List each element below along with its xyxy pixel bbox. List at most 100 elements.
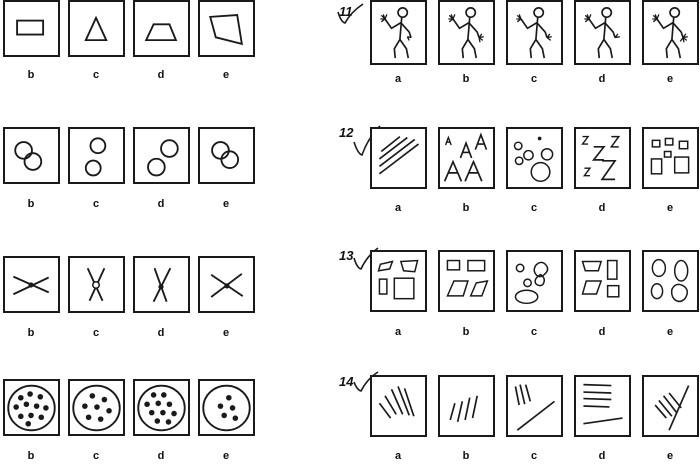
figure-q12-c — [506, 127, 563, 189]
figure-q12-d — [574, 127, 631, 189]
q13-label-d: d — [598, 326, 606, 338]
question-number-14: 14 — [339, 374, 354, 389]
figure-q11-c — [506, 0, 563, 65]
diagonal-lines-figure — [378, 135, 419, 175]
figure-q14-c — [506, 375, 563, 437]
q13-label-a: a — [394, 326, 402, 338]
triangle-figure — [84, 15, 108, 42]
row2-label-d: d — [157, 198, 165, 210]
row4-label-d: d — [157, 450, 165, 462]
offset-circles-figure — [147, 139, 179, 177]
figure-row4-c — [68, 379, 125, 436]
row1-label-c: c — [92, 69, 100, 81]
figure-row1-d — [133, 0, 190, 57]
letter-z-figure — [581, 135, 621, 181]
q14-label-c: c — [530, 450, 538, 462]
row2-label-c: c — [92, 198, 100, 210]
stick-figure — [584, 7, 620, 59]
overlapping-circles-figure — [14, 141, 43, 171]
row3-label-c: c — [92, 327, 100, 339]
question-number-12: 12 — [339, 125, 354, 140]
figure-q14-a — [370, 375, 427, 437]
figure-row1-e — [198, 0, 255, 57]
q12-label-b: b — [462, 202, 470, 214]
q13-label-c: c — [530, 326, 538, 338]
q14-label-d: d — [598, 450, 606, 462]
q11-label-a: a — [394, 73, 402, 85]
figure-q13-b — [438, 250, 495, 312]
figure-q14-b — [438, 375, 495, 437]
row3-label-d: d — [157, 327, 165, 339]
question-number-13: 13 — [339, 248, 354, 263]
stick-figure — [380, 7, 412, 59]
row2-label-e: e — [222, 198, 230, 210]
q12-label-c: c — [530, 202, 538, 214]
q11-label-e: e — [666, 73, 674, 85]
figure-q13-d — [574, 250, 631, 312]
row1-label-e: e — [222, 69, 230, 81]
figure-row2-b — [3, 127, 60, 184]
figure-q11-a — [370, 0, 427, 65]
figure-q13-c — [506, 250, 563, 312]
figure-row4-d — [133, 379, 190, 436]
figure-row3-d — [133, 256, 190, 313]
scattered-squares-figure — [650, 137, 690, 175]
q11-label-b: b — [462, 73, 470, 85]
slanted-lines-figure — [583, 383, 623, 425]
stick-figure — [652, 7, 688, 59]
cross-ring-figure — [86, 267, 106, 302]
figure-row1-c — [68, 0, 125, 57]
figure-row3-b — [3, 256, 60, 313]
polygons-figure — [581, 259, 620, 298]
quadrilateral-figure — [209, 14, 243, 46]
q11-label-c: c — [530, 73, 538, 85]
slanted-lines-figure — [654, 385, 690, 431]
check-mark-icon — [337, 3, 364, 24]
cross-dot-figure — [210, 273, 244, 298]
ovals-figure — [650, 258, 689, 303]
q14-label-a: a — [394, 450, 402, 462]
rectangle-figure — [16, 19, 45, 36]
question-number-11: 11 — [339, 4, 353, 19]
figure-q12-b — [438, 127, 495, 189]
stick-figure — [448, 7, 484, 59]
figure-row2-e — [198, 127, 255, 184]
dots-oval-figure — [202, 384, 251, 432]
figure-q11-d — [574, 0, 631, 65]
slanted-lines-figure — [514, 384, 556, 431]
row3-label-e: e — [222, 327, 230, 339]
polygons-figure — [446, 259, 489, 297]
q14-label-e: e — [666, 450, 674, 462]
stick-figure — [516, 7, 552, 59]
q12-label-d: d — [598, 202, 606, 214]
row1-label-d: d — [157, 69, 165, 81]
row4-label-c: c — [92, 450, 100, 462]
letter-a-figure — [443, 132, 488, 182]
overlapping-circles-figure — [211, 141, 240, 169]
q12-label-a: a — [394, 202, 402, 214]
row4-label-e: e — [222, 450, 230, 462]
figure-row4-b — [3, 379, 60, 436]
trapezoid-figure — [144, 23, 178, 42]
figure-row2-c — [68, 127, 125, 184]
figure-row2-d — [133, 127, 190, 184]
figure-row3-c — [68, 256, 125, 313]
slanted-lines-figure — [449, 395, 479, 422]
figure-q11-b — [438, 0, 495, 65]
polygons-figure — [377, 259, 419, 300]
row2-label-b: b — [27, 198, 35, 210]
blobs-figure — [514, 261, 549, 305]
figure-q11-e — [642, 0, 699, 65]
q13-label-b: b — [462, 326, 470, 338]
cross-dot-figure — [152, 267, 172, 303]
q12-label-e: e — [666, 202, 674, 214]
row3-label-b: b — [27, 327, 35, 339]
figure-row1-b — [3, 0, 60, 57]
scattered-circles-figure — [513, 136, 554, 182]
row1-label-b: b — [27, 69, 35, 81]
q13-label-e: e — [666, 326, 674, 338]
figure-row3-e — [198, 256, 255, 313]
dots-oval-figure — [72, 384, 121, 432]
cross-dot-figure — [12, 275, 50, 296]
figure-q12-a — [370, 127, 427, 189]
